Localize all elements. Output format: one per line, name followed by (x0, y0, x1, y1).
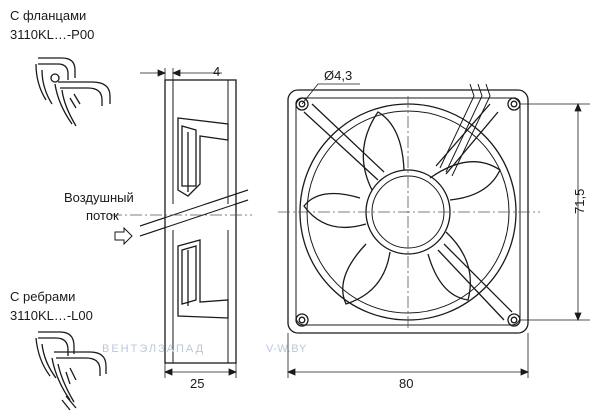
thickness-value: 4 (213, 64, 221, 79)
airflow-arrow (114, 226, 133, 246)
watermark-site: V-W.BY (266, 343, 307, 355)
depth-value: 25 (190, 376, 205, 391)
hole-leader (301, 83, 360, 105)
airflow-label-line2: поток (86, 208, 119, 223)
flange-variant-title: С фланцами (10, 8, 87, 23)
hole-spacing-dimension (520, 102, 590, 322)
hole-spacing-value: 71,5 (572, 188, 587, 214)
width-dimension (286, 333, 530, 378)
rib-variant-title: С ребрами (10, 289, 76, 304)
airflow-label-line1: Воздушный (64, 190, 134, 205)
thickness-dimension (140, 68, 222, 80)
flange-profile-detail (35, 57, 111, 127)
depth-dimension (163, 363, 238, 378)
flange-variant-model: 3110KL…-P00 (10, 27, 95, 42)
hole-diameter-value: Ø4,3 (324, 68, 353, 83)
rib-variant-model: 3110KL…-L00 (10, 308, 93, 323)
fan-side-view (139, 79, 249, 364)
rib-profile-detail (35, 331, 107, 411)
watermark-brand: ВЕНТЭЛЗАПАД (102, 343, 206, 355)
width-value: 80 (399, 376, 414, 391)
